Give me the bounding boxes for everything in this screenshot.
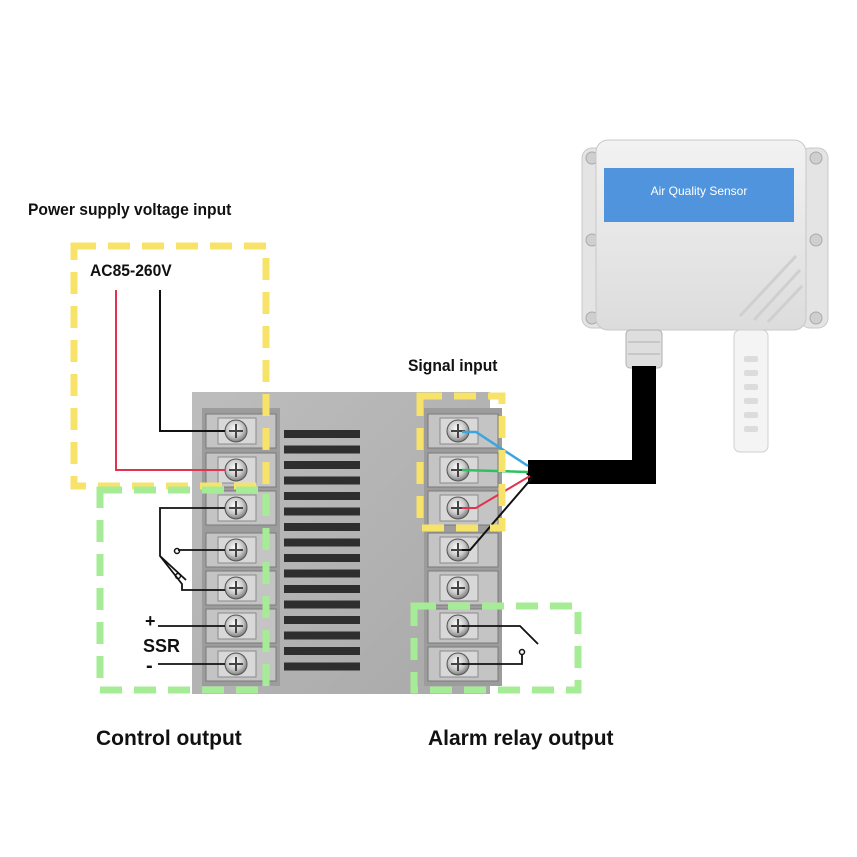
- ssr-plus-label: +: [145, 611, 156, 631]
- cable-gland: [625, 329, 663, 369]
- ventilation-slots: [284, 430, 360, 671]
- right-terminal-block: [424, 408, 502, 686]
- wire-signal-blue: [462, 430, 529, 468]
- sensor-cable: [528, 366, 656, 484]
- air-quality-sensor: [581, 139, 829, 453]
- power-supply-title: Power supply voltage input: [28, 200, 232, 219]
- wire-alarm-2: [462, 654, 523, 665]
- signal-input-title: Signal input: [408, 356, 498, 375]
- voltage-label: AC85-260V: [90, 261, 172, 280]
- wire-alarm-1: [462, 625, 539, 645]
- sensor-label-plate: [604, 168, 794, 222]
- terminal-right-3: [427, 490, 499, 526]
- wire-signal-green: [461, 468, 529, 474]
- alarm-output-box: [410, 602, 582, 694]
- control-output-box: [96, 486, 270, 694]
- wire-power-neutral: [159, 290, 225, 432]
- wire-signal-red: [462, 475, 531, 509]
- ssr-label: SSR: [143, 636, 181, 656]
- signal-input-box: [416, 392, 506, 532]
- alarm-relay-output-title: Alarm relay output: [428, 727, 614, 750]
- ssr-minus-label: -: [146, 655, 153, 677]
- wire-signal-black: [462, 477, 533, 551]
- terminal-right-5: [427, 570, 499, 606]
- power-input-box: [70, 242, 270, 490]
- sensor-cable-end: [526, 462, 540, 484]
- sensor-probe: [733, 329, 769, 453]
- wire-relay-common: [159, 507, 225, 591]
- wire-power-live: [115, 290, 225, 471]
- control-output-title: Control output: [96, 727, 242, 750]
- sensor-label: Air Quality Sensor: [650, 184, 748, 198]
